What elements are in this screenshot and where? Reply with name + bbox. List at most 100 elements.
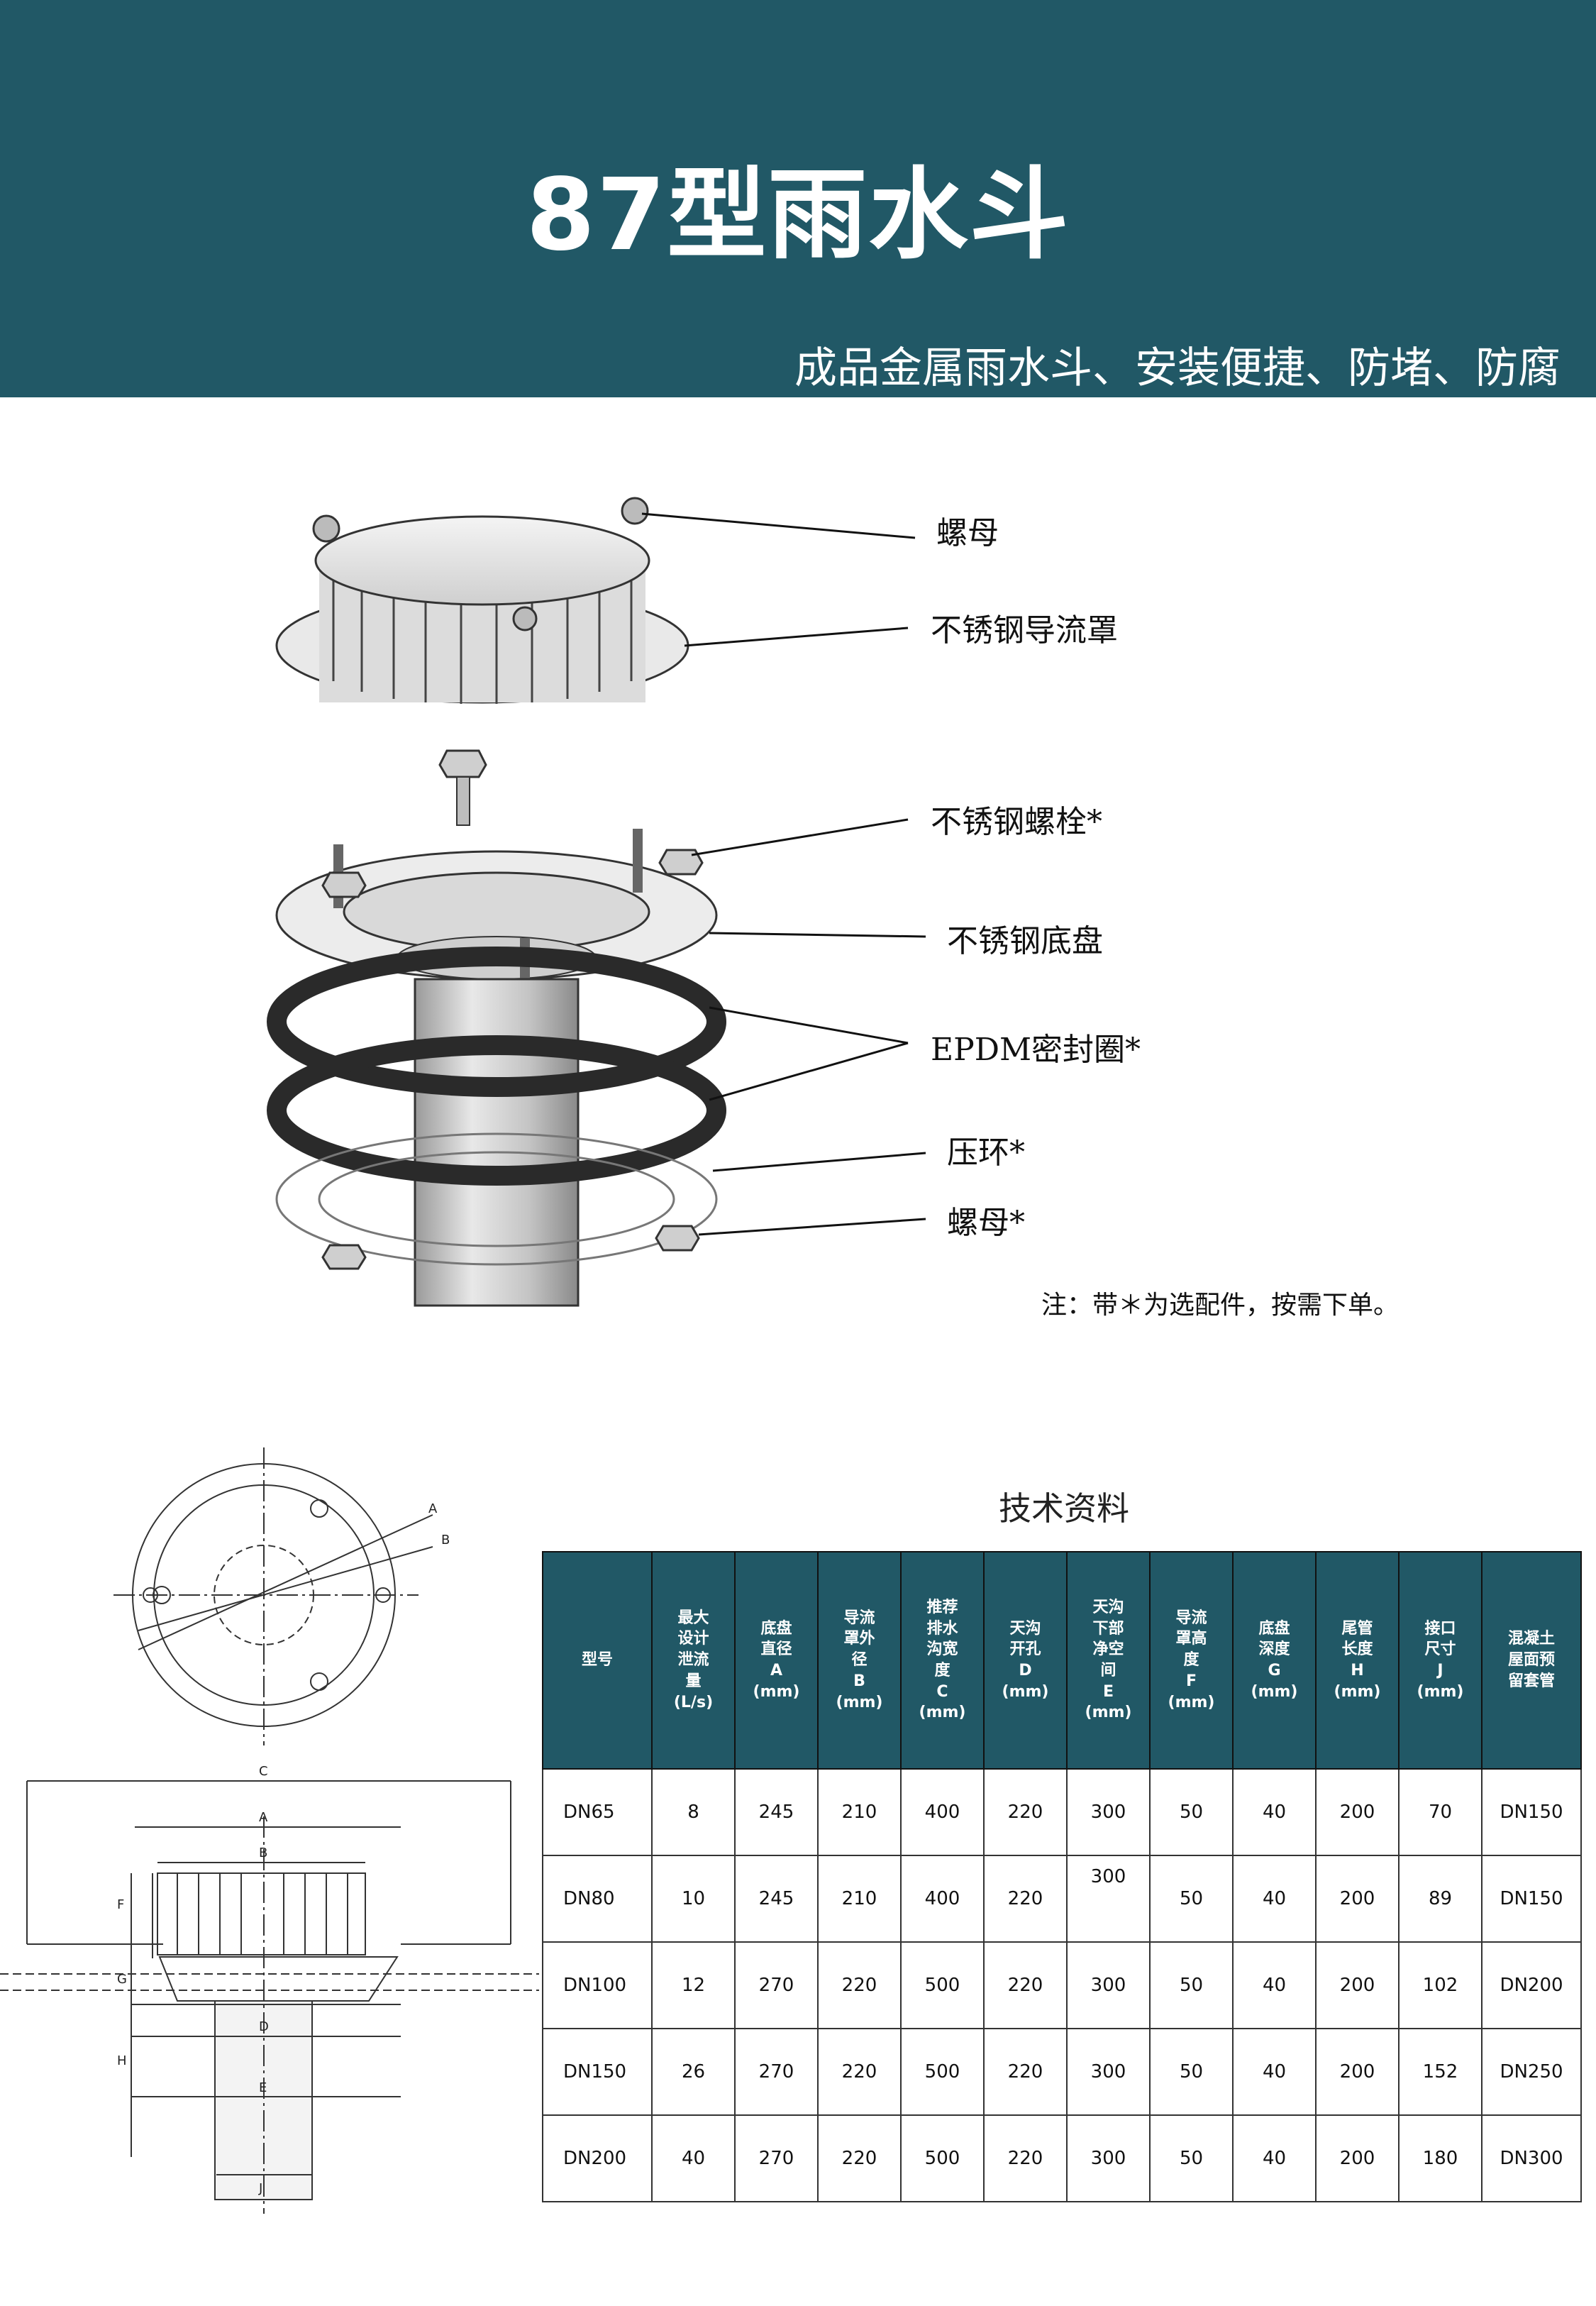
seal-part bbox=[267, 947, 726, 1186]
cell-model: DN200 bbox=[542, 2114, 653, 2202]
cell: 400 bbox=[900, 1855, 985, 1943]
cell: 400 bbox=[900, 1768, 985, 1856]
cell: 40 bbox=[651, 2114, 736, 2202]
cell: 50 bbox=[1149, 2114, 1234, 2202]
cell: 300 bbox=[1066, 1768, 1151, 1856]
header-sleeve: 混凝土屋面预留套管 bbox=[1481, 1551, 1582, 1770]
cell: 50 bbox=[1149, 1941, 1234, 2029]
cell: 220 bbox=[817, 2114, 902, 2202]
cell: 500 bbox=[900, 2028, 985, 2116]
cell: 300 bbox=[1066, 2028, 1151, 2116]
cell: DN200 bbox=[1481, 1941, 1582, 2029]
dim-a-section: A bbox=[259, 1810, 268, 1825]
cell: 200 bbox=[1315, 1768, 1400, 1856]
cell-model: DN65 bbox=[542, 1768, 653, 1856]
cell: 40 bbox=[1232, 2114, 1317, 2202]
cell: 89 bbox=[1398, 1855, 1483, 1943]
exploded-view: 螺母 不锈钢导流罩 不锈钢螺栓* 不锈钢底盘 EPDM密封圈* 压环* 螺母* bbox=[0, 397, 1596, 1419]
label-bolt: 不锈钢螺栓* bbox=[931, 804, 1102, 840]
table-row: DN100 12 270 220 500 220 300 50 40 200 1… bbox=[542, 1941, 1582, 2029]
cell: 245 bbox=[734, 1768, 819, 1856]
dim-h: H bbox=[117, 2053, 127, 2068]
cell: 300 bbox=[1066, 1855, 1151, 1943]
cell: 40 bbox=[1232, 2028, 1317, 2116]
cell: 500 bbox=[900, 2114, 985, 2202]
cell: DN300 bbox=[1481, 2114, 1582, 2202]
dim-b-plan: B bbox=[441, 1533, 450, 1548]
table-row: DN65 8 245 210 400 220 300 50 40 200 70 … bbox=[542, 1768, 1582, 1856]
base-part bbox=[275, 829, 718, 981]
tail-pipe bbox=[414, 978, 580, 1307]
exploded-illustration bbox=[267, 497, 926, 1307]
cell: 200 bbox=[1315, 1941, 1400, 2029]
dim-c: C bbox=[259, 1764, 268, 1779]
cell: 270 bbox=[734, 1941, 819, 2029]
cell: 8 bbox=[651, 1768, 736, 1856]
cell: 12 bbox=[651, 1941, 736, 2029]
cell: 70 bbox=[1398, 1768, 1483, 1856]
cell: 210 bbox=[817, 1855, 902, 1943]
dim-g: G bbox=[117, 1972, 127, 1987]
cell-model: DN150 bbox=[542, 2028, 653, 2116]
cell: 220 bbox=[983, 1941, 1068, 2029]
cell: 40 bbox=[1232, 1768, 1317, 1856]
dim-j: J bbox=[258, 2181, 262, 2196]
cell: 10 bbox=[651, 1855, 736, 1943]
table-row: DN200 40 270 220 500 220 300 50 40 200 1… bbox=[542, 2114, 1582, 2202]
cell: 180 bbox=[1398, 2114, 1483, 2202]
dim-f: F bbox=[117, 1897, 124, 1912]
label-hood: 不锈钢导流罩 bbox=[931, 612, 1118, 649]
cell: 220 bbox=[817, 2028, 902, 2116]
cell: 245 bbox=[734, 1855, 819, 1943]
cell: 40 bbox=[1232, 1855, 1317, 1943]
tech-data-title: 技术资料 bbox=[999, 1489, 1129, 1528]
cell: 220 bbox=[983, 1768, 1068, 1856]
cell: 200 bbox=[1315, 2028, 1400, 2116]
cell: 500 bbox=[900, 1941, 985, 2029]
header-banner: 87型雨水斗 成品金属雨水斗、安装便捷、防堵、防腐 bbox=[0, 0, 1596, 397]
label-ring: 压环* bbox=[947, 1135, 1025, 1171]
technical-drawing: A B bbox=[0, 1447, 539, 2214]
cell: DN150 bbox=[1481, 1768, 1582, 1856]
label-seal: EPDM密封圈* bbox=[931, 1032, 1141, 1068]
drawing-svg: A B bbox=[0, 1447, 539, 2214]
cell: 220 bbox=[817, 1941, 902, 2029]
cell: 270 bbox=[734, 2114, 819, 2202]
cell: 200 bbox=[1315, 1855, 1400, 1943]
cell: DN150 bbox=[1481, 1855, 1582, 1943]
cell: 40 bbox=[1232, 1941, 1317, 2029]
cell: 50 bbox=[1149, 1855, 1234, 1943]
cell-model: DN100 bbox=[542, 1941, 653, 2029]
cell-model: DN80 bbox=[542, 1855, 653, 1943]
cell: 152 bbox=[1398, 2028, 1483, 2116]
dim-d: D bbox=[259, 2019, 269, 2034]
header-model: 型号 bbox=[542, 1551, 653, 1770]
label-nut: 螺母 bbox=[936, 515, 999, 551]
cell: 300 bbox=[1066, 1941, 1151, 2029]
optional-parts-note: 注：带＊为选配件，按需下单。 bbox=[1041, 1291, 1400, 1320]
hood-part bbox=[275, 497, 689, 704]
label-nut-optional: 螺母* bbox=[947, 1205, 1025, 1241]
cell: 102 bbox=[1398, 1941, 1483, 2029]
cell: 220 bbox=[983, 2114, 1068, 2202]
dim-a-plan: A bbox=[428, 1501, 438, 1516]
cell: 50 bbox=[1149, 2028, 1234, 2116]
cell: 270 bbox=[734, 2028, 819, 2116]
page-title: 87型雨水斗 bbox=[526, 158, 1070, 273]
label-base: 不锈钢底盘 bbox=[947, 923, 1103, 959]
table-row: DN80 10 245 210 400 220 300 50 40 200 89… bbox=[542, 1855, 1582, 1943]
table-row: DN150 26 270 220 500 220 300 50 40 200 1… bbox=[542, 2028, 1582, 2116]
cell: DN250 bbox=[1481, 2028, 1582, 2116]
bolt-part bbox=[438, 749, 487, 826]
dim-b-section: B bbox=[259, 1846, 267, 1860]
